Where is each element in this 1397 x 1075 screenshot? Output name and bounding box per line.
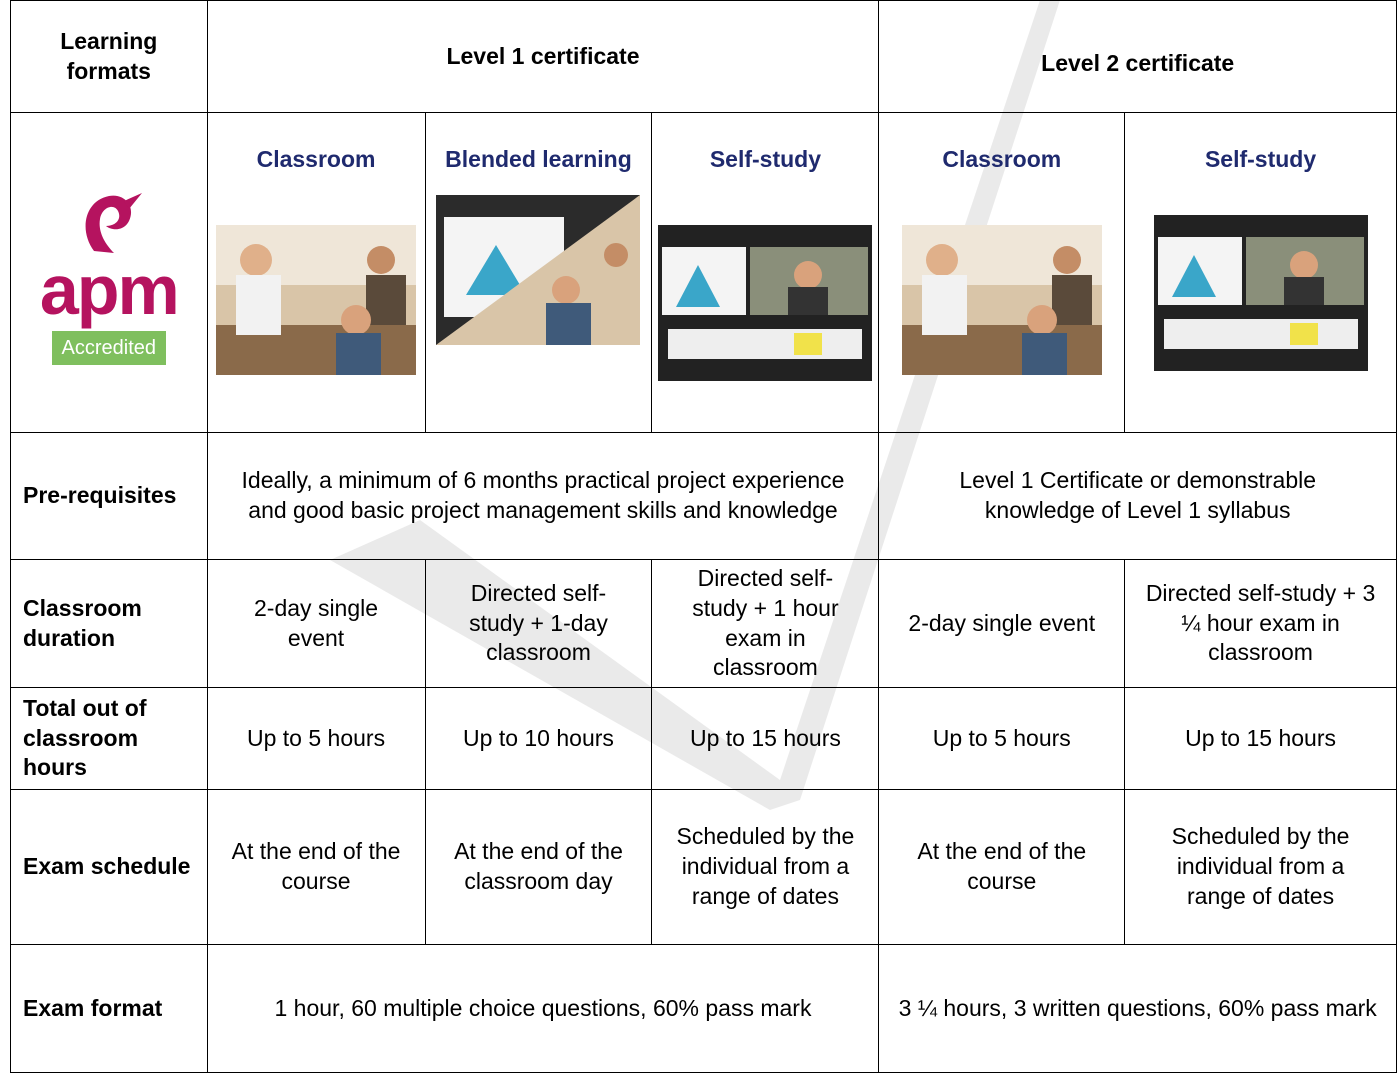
duration-cell: Directed self-study + 3 ¼ hour exam in c… — [1124, 559, 1397, 688]
row-label: Exam schedule — [10, 789, 208, 945]
classroom-photo — [216, 224, 417, 375]
row-label: Total out of classroom hours — [10, 687, 208, 790]
format-level2: 3 ¼ hours, 3 written questions, 60% pass… — [878, 944, 1397, 1073]
hours-cell: Up to 10 hours — [424, 687, 653, 790]
format-label: Classroom — [942, 146, 1062, 172]
hours-cell: Up to 15 hours — [651, 687, 880, 790]
formats-row: apm Accredited Classroom Blended learnin… — [10, 112, 1397, 433]
schedule-cell: At the end of the course — [878, 789, 1126, 945]
selfstudy-screenshot — [658, 224, 873, 381]
classroom-photo — [901, 224, 1102, 375]
format-label: Blended learning — [445, 146, 632, 172]
apm-logo-cell: apm Accredited — [10, 112, 208, 433]
schedule-cell: At the end of the course — [206, 789, 426, 945]
duration-row: Classroom duration 2-day single event Di… — [10, 559, 1397, 688]
format-l1-classroom: Classroom — [206, 112, 426, 433]
row-label: Pre-requisites — [10, 432, 208, 560]
duration-cell: Directed self-study + 1 hour exam in cla… — [651, 559, 880, 688]
learning-formats-heading: Learning formats — [10, 0, 208, 113]
schedule-row: Exam schedule At the end of the course A… — [10, 789, 1397, 945]
duration-cell: 2-day single event — [878, 559, 1126, 688]
apm-brand-text: apm — [39, 250, 180, 329]
row-label: Classroom duration — [10, 559, 208, 688]
hours-cell: Up to 5 hours — [878, 687, 1126, 790]
format-l2-classroom: Classroom — [878, 112, 1126, 433]
accredited-badge: Accredited — [51, 330, 167, 365]
row-label: Exam format — [10, 944, 208, 1073]
level1-heading: Level 1 certificate — [206, 0, 880, 113]
level2-heading: Level 2 certificate — [878, 0, 1397, 113]
duration-cell: Directed self-study + 1-day classroom — [424, 559, 653, 688]
format-label: Self-study — [1204, 146, 1317, 172]
format-level1: 1 hour, 60 multiple choice questions, 60… — [206, 944, 880, 1073]
format-label: Self-study — [709, 146, 822, 172]
format-row: Exam format 1 hour, 60 multiple choice q… — [10, 944, 1397, 1073]
header-row: Learning formats Level 1 certificate Lev… — [10, 0, 1397, 113]
hours-row: Total out of classroom hours Up to 5 hou… — [10, 687, 1397, 790]
apm-logo: apm Accredited — [17, 181, 201, 365]
comparison-table: Learning formats Level 1 certificate Lev… — [10, 0, 1397, 1073]
blended-learning-screenshot — [436, 194, 641, 345]
hours-cell: Up to 15 hours — [1124, 687, 1397, 790]
format-l2-selfstudy: Self-study — [1124, 112, 1397, 433]
hours-cell: Up to 5 hours — [206, 687, 426, 790]
schedule-cell: At the end of the classroom day — [424, 789, 653, 945]
schedule-cell: Scheduled by the individual from a range… — [651, 789, 880, 945]
format-label: Classroom — [256, 146, 376, 172]
format-l1-blended: Blended learning — [424, 112, 653, 433]
format-l1-selfstudy: Self-study — [651, 112, 880, 433]
bird-icon — [85, 192, 142, 253]
prereq-level1: Ideally, a minimum of 6 months practical… — [206, 432, 880, 560]
prereq-row: Pre-requisites Ideally, a minimum of 6 m… — [10, 432, 1397, 560]
selfstudy-screenshot — [1153, 214, 1368, 371]
duration-cell: 2-day single event — [206, 559, 426, 688]
prereq-level2: Level 1 Certificate or demonstrable know… — [878, 432, 1397, 560]
schedule-cell: Scheduled by the individual from a range… — [1124, 789, 1397, 945]
